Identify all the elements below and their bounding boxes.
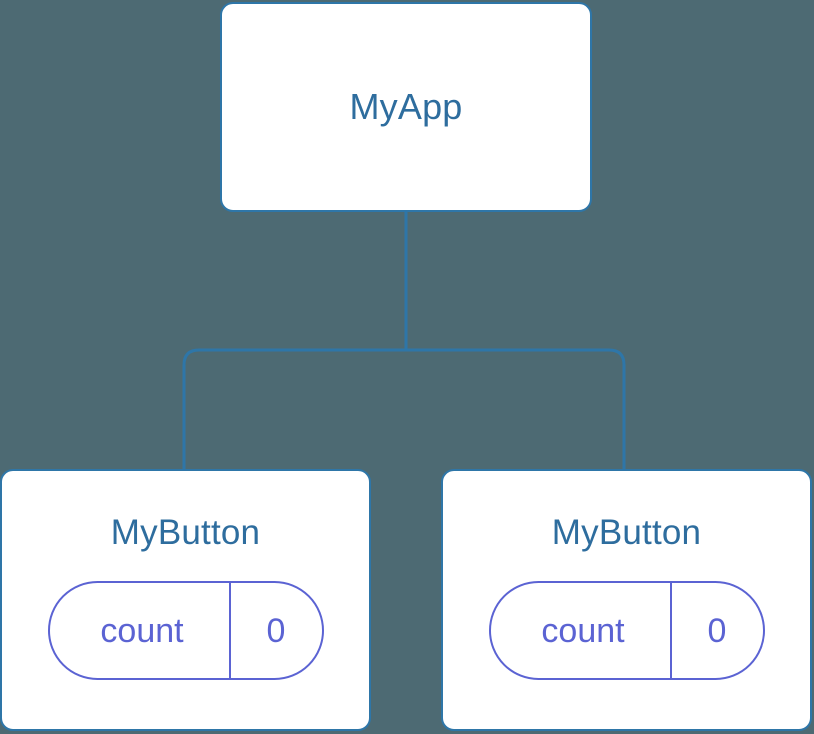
- state-key: count: [100, 611, 184, 650]
- tree-node-mybutton-1[interactable]: MyButton count 0: [441, 469, 812, 731]
- node-title: MyButton: [551, 513, 702, 552]
- state-value: 0: [669, 583, 763, 678]
- node-title: MyApp: [349, 86, 463, 127]
- tree-node-mybutton-0[interactable]: MyButton count 0: [0, 469, 371, 731]
- state-key: count: [541, 611, 625, 650]
- state-pill[interactable]: count 0: [47, 581, 324, 680]
- tree-node-myapp[interactable]: MyApp: [220, 2, 592, 212]
- state-value: 0: [228, 583, 322, 678]
- node-title: MyButton: [110, 513, 261, 552]
- edge-to-child-0: [182, 348, 406, 470]
- edge-to-child-1: [406, 348, 626, 470]
- state-pill[interactable]: count 0: [488, 581, 765, 680]
